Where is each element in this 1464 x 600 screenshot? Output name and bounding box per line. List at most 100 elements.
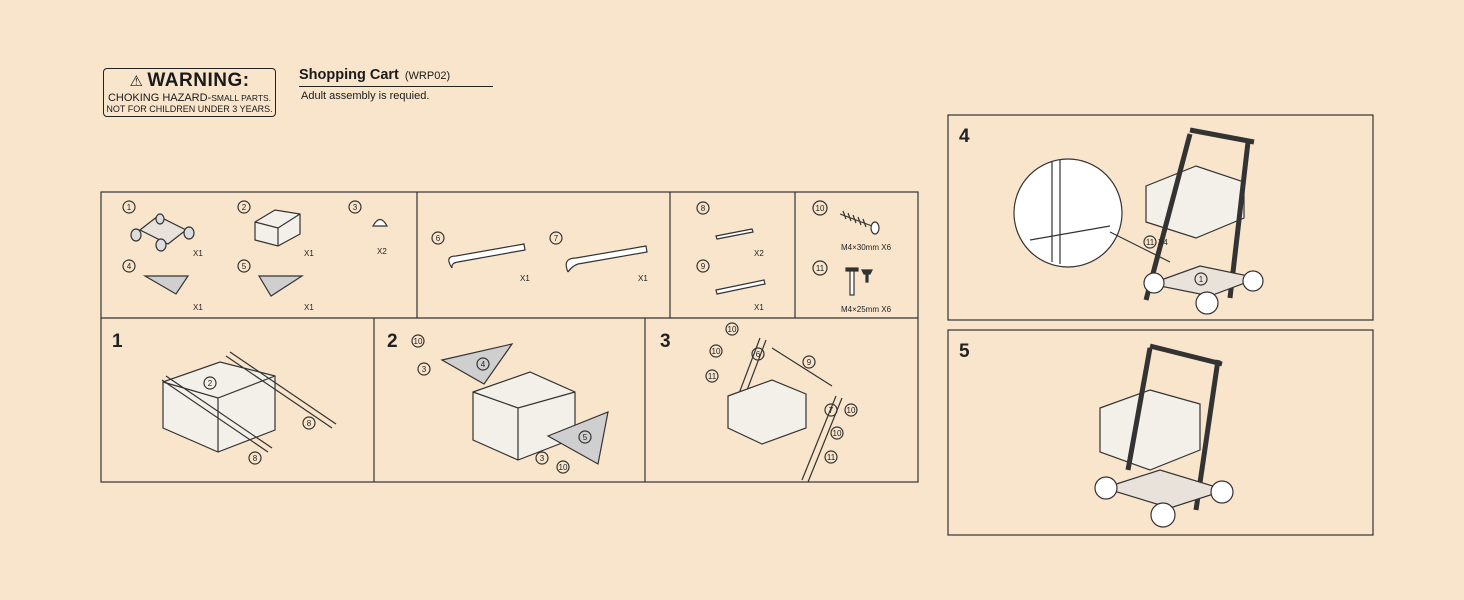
part-1-wheel-base: 1 X1 xyxy=(122,200,203,258)
part-8-qty: X2 xyxy=(754,249,764,258)
step-3-callout: 10 xyxy=(712,347,721,356)
warning-line1-small: SMALL PARTS. xyxy=(211,93,272,103)
part-9-dowel: 9 X1 xyxy=(696,259,766,312)
step-3-callout: 6 xyxy=(756,350,761,359)
part-number-circle xyxy=(237,259,251,273)
detail-magnifier-circle xyxy=(1013,158,1123,268)
part-6-number: 6 xyxy=(436,234,441,243)
product-code: (WRP02) xyxy=(404,70,451,82)
wheel-shape xyxy=(155,213,165,225)
callout-circle xyxy=(751,347,765,361)
wheel-shape xyxy=(130,228,142,242)
part-7-qty: X1 xyxy=(638,274,648,283)
part-1-qty: X1 xyxy=(193,249,203,258)
bolt-shaft xyxy=(849,270,855,296)
step-4-qty: X4 xyxy=(1158,238,1168,247)
part-number-circle xyxy=(812,200,828,216)
wheel-shape xyxy=(1150,502,1176,528)
part-5-qty: X1 xyxy=(304,303,314,312)
basket-shape xyxy=(727,379,807,445)
step-3: 3 10 10 6 9 11 7 10 10 11 xyxy=(660,322,858,483)
wheel-shape xyxy=(183,226,195,240)
part-4-side-panel: 4 X1 xyxy=(122,259,203,312)
step-5: 5 xyxy=(959,341,1234,528)
callout-circle xyxy=(830,426,844,440)
step5-panel xyxy=(947,329,1374,536)
detail-pointer xyxy=(1109,231,1171,263)
part-7-handle-rail: 7 X1 xyxy=(549,231,648,283)
basket-shape xyxy=(162,361,276,453)
wheel-shape xyxy=(1195,291,1219,315)
callout-circle xyxy=(578,430,592,444)
part-1-number: 1 xyxy=(127,203,132,212)
base-board-shape xyxy=(1101,469,1229,509)
base-board-shape xyxy=(1147,265,1261,297)
dowel-shape xyxy=(225,351,337,429)
basket-edge xyxy=(472,391,576,460)
product-title: Shopping Cart (WRP02) xyxy=(299,66,493,87)
callout-circle xyxy=(302,416,316,430)
step-3-callout: 11 xyxy=(827,453,836,462)
dowel-shape xyxy=(715,279,766,295)
part-10-screw: 10 M4×30mm X6 xyxy=(812,200,892,252)
part-5-side-panel: 5 X1 xyxy=(237,259,314,312)
warning-line2: NOT FOR CHILDREN UNDER 3 YEARS. xyxy=(106,104,273,114)
frame-shape xyxy=(1143,127,1255,301)
callout-circle xyxy=(476,357,490,371)
part-number-circle xyxy=(348,200,362,214)
warning-line1: CHOKING HAZARD-SMALL PARTS. xyxy=(104,92,275,104)
step-3-callout: 10 xyxy=(833,429,842,438)
part-4-number: 4 xyxy=(127,262,132,271)
detail-lines xyxy=(1029,160,1111,264)
step-4-callout: 11 xyxy=(1146,238,1155,247)
part-11-number: 11 xyxy=(816,264,825,273)
dowel-shape xyxy=(715,228,754,240)
step-2-callout: 3 xyxy=(422,365,427,374)
step4-panel xyxy=(947,114,1374,321)
screw-head xyxy=(870,221,880,235)
basket-shape xyxy=(1145,165,1245,239)
part-7-number: 7 xyxy=(554,234,559,243)
callout-circle xyxy=(556,460,570,474)
basket-shape xyxy=(472,371,576,461)
step-2-number: 2 xyxy=(387,331,398,352)
callout-circle xyxy=(705,369,719,383)
nut-shape xyxy=(861,269,873,283)
part-2-qty: X1 xyxy=(304,249,314,258)
warning-triangle-icon: ⚠ xyxy=(129,73,144,90)
part-number-circle xyxy=(431,231,445,245)
step-2: 2 10 3 4 5 3 10 xyxy=(387,331,609,474)
step-5-number: 5 xyxy=(959,341,970,362)
callout-circle xyxy=(1143,235,1157,249)
step-2-callout: 10 xyxy=(559,463,568,472)
step-3-number: 3 xyxy=(660,331,671,352)
callout-circle xyxy=(824,403,838,417)
step-1-callout: 8 xyxy=(307,419,312,428)
step-1-callout: 8 xyxy=(253,454,258,463)
callout-circle xyxy=(417,362,431,376)
part-8-number: 8 xyxy=(701,204,706,213)
wheel-shape xyxy=(1242,270,1264,292)
product-name: Shopping Cart xyxy=(299,67,399,83)
part-9-number: 9 xyxy=(701,262,706,271)
part-5-number: 5 xyxy=(242,262,247,271)
parts-table xyxy=(100,191,919,483)
part-number-circle xyxy=(812,260,828,276)
part-number-circle xyxy=(696,259,710,273)
step-3-callout: 10 xyxy=(847,406,856,415)
warning-heading: ⚠WARNING: xyxy=(104,71,275,92)
part-2-number: 2 xyxy=(242,203,247,212)
dowel-shape xyxy=(161,375,273,453)
step-1-number: 1 xyxy=(112,331,123,352)
step-1-callout: 2 xyxy=(208,379,213,388)
part-2-basket: 2 X1 xyxy=(237,200,314,258)
part-3-number: 3 xyxy=(353,203,358,212)
rail-shape xyxy=(565,245,648,273)
part-number-circle xyxy=(122,200,136,214)
part-3-qty: X2 xyxy=(377,247,387,256)
callout-circle xyxy=(411,334,425,348)
part-3-cap: 3 X2 xyxy=(348,200,389,256)
step-4-number: 4 xyxy=(959,126,970,147)
callout-circle xyxy=(802,355,816,369)
